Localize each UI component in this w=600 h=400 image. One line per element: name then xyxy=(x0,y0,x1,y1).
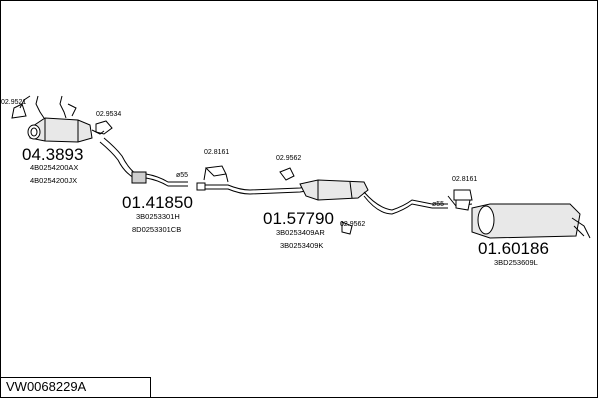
ref-3B0253409K: 3B0253409K xyxy=(280,241,324,250)
part-label-02-9562-b: 02.9562 xyxy=(340,221,366,228)
diameter-label-1: ø55 xyxy=(176,172,189,179)
ref-3BD253609L: 3BD253609L xyxy=(494,258,538,267)
hanger-02-8161-a xyxy=(203,165,229,183)
ref-4B0254200JX: 4B0254200JX xyxy=(30,176,78,185)
ref-3B0253409AR: 3B0253409AR xyxy=(276,228,325,237)
ref-4B0254200AX: 4B0254200AX xyxy=(30,163,79,172)
part-label-02-8161-a: 02.8161 xyxy=(204,149,230,156)
part-label-02-9534: 02.9534 xyxy=(96,111,122,118)
part-label-02-9562-a: 02.9562 xyxy=(276,155,302,162)
ref-3B0253301H: 3B0253301H xyxy=(136,212,180,221)
clamp-02-9534 xyxy=(95,120,113,135)
part-label-02-9521: 02.9521 xyxy=(1,99,27,106)
part-number-04-3893: 04.3893 xyxy=(22,145,84,164)
ref-8D0253301CB: 8D0253301CB xyxy=(132,225,182,234)
hanger-02-8161-b xyxy=(453,189,473,201)
catalytic-converter xyxy=(11,95,105,143)
diameter-label-2: ø55 xyxy=(432,201,445,208)
part-number-01-41850: 01.41850 xyxy=(122,193,193,212)
front-pipe xyxy=(99,137,188,187)
part-code: VW0068229A xyxy=(6,379,87,394)
part-number-01-57790: 01.57790 xyxy=(263,209,334,228)
rear-silencer xyxy=(432,195,591,239)
middle-pipe xyxy=(196,167,433,235)
part-code-box xyxy=(0,377,151,398)
part-number-01-60186: 01.60186 xyxy=(478,239,549,258)
part-label-02-8161-b: 02.8161 xyxy=(452,176,478,183)
